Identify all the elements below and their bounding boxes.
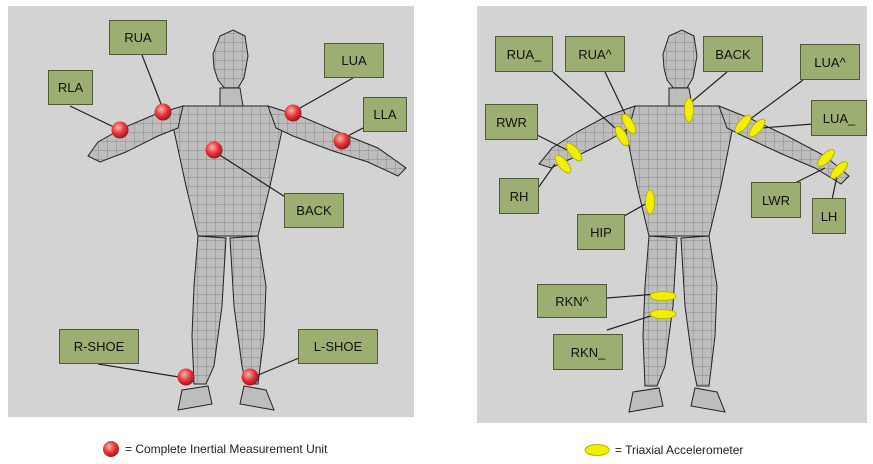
label-rwr: RWR xyxy=(485,104,538,140)
label-rkn-low: RKN_ xyxy=(553,334,623,370)
imu-legend-icon xyxy=(102,440,120,458)
label-hip: HIP xyxy=(577,214,625,250)
left-diagram-panel: RUA RLA LUA LLA BACK R-SHOE L-SHOE xyxy=(8,6,414,417)
label-r-shoe: R-SHOE xyxy=(59,329,139,364)
imu-marker-lua xyxy=(285,105,302,122)
accel-marker-back xyxy=(685,98,694,122)
accel-marker-rkn-up xyxy=(650,292,676,301)
label-lua-up: LUA^ xyxy=(800,44,860,80)
legend-imu: = Complete Inertial Measurement Unit xyxy=(102,440,327,458)
label-rua: RUA xyxy=(109,20,167,55)
imu-marker-r-shoe xyxy=(178,369,195,386)
label-rkn-up: RKN^ xyxy=(537,284,607,318)
imu-marker-l-shoe xyxy=(242,369,259,386)
accelerometer-legend-icon xyxy=(584,443,610,457)
label-back-accel: BACK xyxy=(703,36,763,72)
imu-marker-rla xyxy=(112,122,129,139)
accel-marker-rkn-low xyxy=(650,310,676,319)
label-lh: LH xyxy=(812,198,846,234)
label-back: BACK xyxy=(284,193,344,228)
label-lua-low: LUA_ xyxy=(811,100,867,136)
label-lua: LUA xyxy=(324,43,384,78)
label-rua-low: RUA_ xyxy=(495,36,553,72)
legend-imu-text: = Complete Inertial Measurement Unit xyxy=(125,442,327,456)
label-lla: LLA xyxy=(363,97,407,132)
legend-accel: = Triaxial Accelerometer xyxy=(584,443,743,457)
label-rla: RLA xyxy=(48,70,93,105)
accel-marker-hip xyxy=(646,190,655,214)
legend-accel-text: = Triaxial Accelerometer xyxy=(615,443,743,457)
label-l-shoe: L-SHOE xyxy=(298,329,378,364)
label-rua-up: RUA^ xyxy=(565,36,625,72)
label-rh: RH xyxy=(499,178,539,214)
imu-marker-back xyxy=(206,142,223,159)
imu-marker-lla xyxy=(334,133,351,150)
right-diagram-panel: RUA_ RUA^ BACK LUA^ RWR LUA_ RH LWR LH H… xyxy=(477,6,867,423)
label-lwr: LWR xyxy=(751,182,801,218)
imu-marker-rua xyxy=(155,104,172,121)
